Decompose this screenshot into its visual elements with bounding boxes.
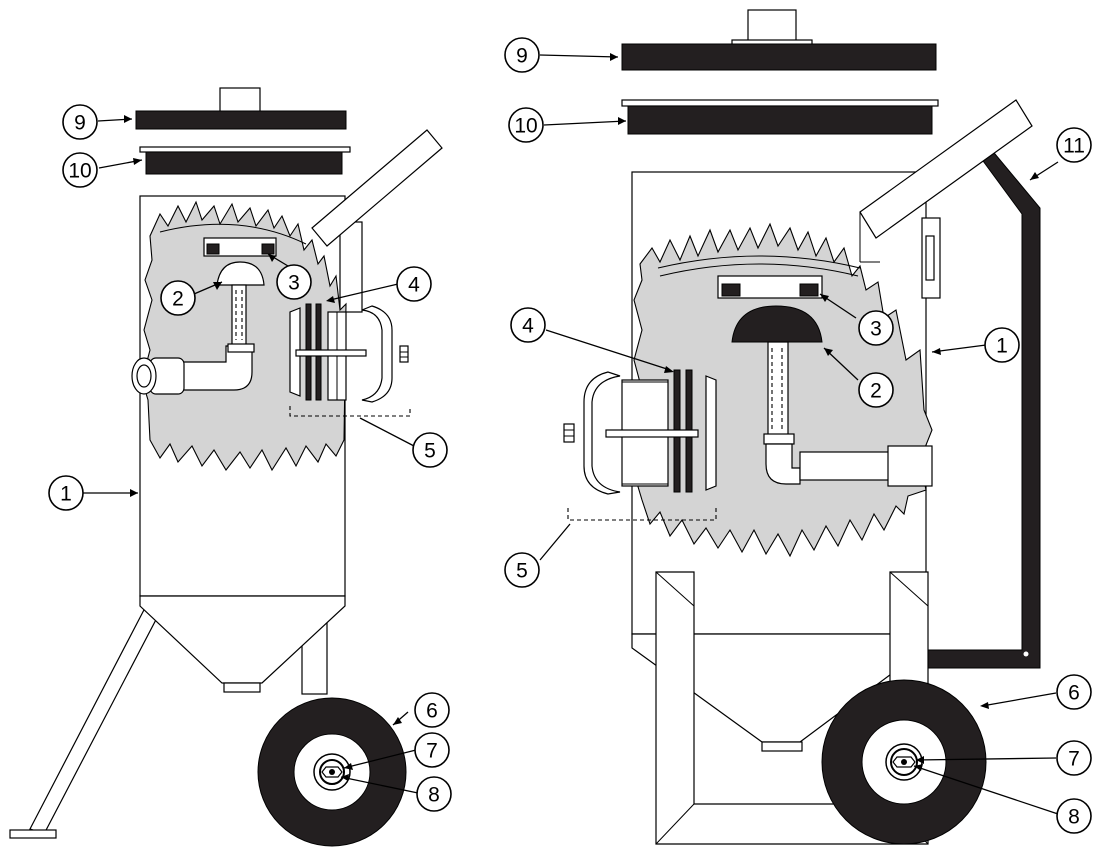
svg-text:6: 6 xyxy=(1068,682,1080,705)
svg-text:4: 4 xyxy=(408,274,420,297)
svg-text:10: 10 xyxy=(514,115,537,138)
left-lid xyxy=(135,87,347,130)
right-fill-chute xyxy=(859,99,1033,263)
callout-right-1: 1 xyxy=(984,327,1020,363)
left-popup-valve xyxy=(216,261,265,348)
left-inlet-pipe xyxy=(131,343,255,395)
callout-left-1: 1 xyxy=(48,475,84,511)
callout-left-8: 8 xyxy=(416,776,452,812)
svg-text:7: 7 xyxy=(426,740,438,763)
svg-text:10: 10 xyxy=(68,160,91,183)
svg-text:6: 6 xyxy=(426,700,438,723)
svg-text:5: 5 xyxy=(424,440,436,463)
right-cone-outlet xyxy=(761,741,803,752)
callout-right-10: 10 xyxy=(508,107,544,143)
left-door-bracket-dashed xyxy=(289,406,411,417)
callout-right-4: 4 xyxy=(510,307,546,343)
callout-left-3: 3 xyxy=(276,264,312,300)
left-fill-chute xyxy=(311,129,443,247)
right-wheel xyxy=(821,679,987,845)
callout-right-7: 7 xyxy=(1056,740,1092,776)
left-wheel xyxy=(257,697,407,847)
callout-left-6: 6 xyxy=(414,692,450,728)
svg-text:8: 8 xyxy=(428,784,440,807)
right-inner-dome-edge xyxy=(657,255,861,269)
right-door-bracket-dashed xyxy=(567,508,717,521)
svg-text:9: 9 xyxy=(516,45,528,68)
callout-left-7: 7 xyxy=(414,732,450,768)
svg-text:3: 3 xyxy=(288,272,300,295)
callout-right-5: 5 xyxy=(504,552,540,588)
right-outlet-pipe xyxy=(763,433,933,487)
right-seal-ring xyxy=(717,275,823,299)
svg-text:3: 3 xyxy=(870,318,882,341)
right-door-assembly xyxy=(563,369,717,495)
callout-left-5: 5 xyxy=(412,432,448,468)
svg-text:2: 2 xyxy=(870,380,882,403)
callout-right-6: 6 xyxy=(1056,674,1092,710)
left-door-assembly xyxy=(289,303,409,403)
svg-text:8: 8 xyxy=(1068,806,1080,829)
svg-text:7: 7 xyxy=(1068,748,1080,771)
callout-left-9: 9 xyxy=(62,104,98,140)
callout-left-10: 10 xyxy=(62,152,98,188)
left-rear-leg xyxy=(9,605,161,839)
left-seal-ring xyxy=(203,237,277,257)
callout-right-8: 8 xyxy=(1056,798,1092,834)
right-lid xyxy=(621,9,937,71)
callout-left-2: 2 xyxy=(160,280,196,316)
callout-right-11: 11 xyxy=(1056,127,1092,163)
right-gasket xyxy=(621,99,939,135)
left-cone-outlet xyxy=(223,682,261,693)
svg-text:4: 4 xyxy=(522,315,534,338)
left-inner-dome-edge xyxy=(159,223,307,245)
right-popup-valve xyxy=(731,305,823,439)
svg-text:5: 5 xyxy=(516,560,528,583)
left-side-bracket xyxy=(339,221,363,313)
callout-right-2: 2 xyxy=(858,372,894,408)
right-unit xyxy=(539,9,1059,845)
callout-left-4: 4 xyxy=(396,266,432,302)
left-unit xyxy=(9,87,443,847)
svg-text:11: 11 xyxy=(1063,135,1085,158)
callout-right-9: 9 xyxy=(504,37,540,73)
svg-text:2: 2 xyxy=(172,288,184,311)
svg-text:1: 1 xyxy=(996,335,1008,358)
svg-text:9: 9 xyxy=(74,112,86,135)
left-vessel-cone xyxy=(139,595,346,684)
left-gasket xyxy=(139,146,351,175)
svg-text:1: 1 xyxy=(60,483,72,506)
callout-right-3: 3 xyxy=(858,310,894,346)
